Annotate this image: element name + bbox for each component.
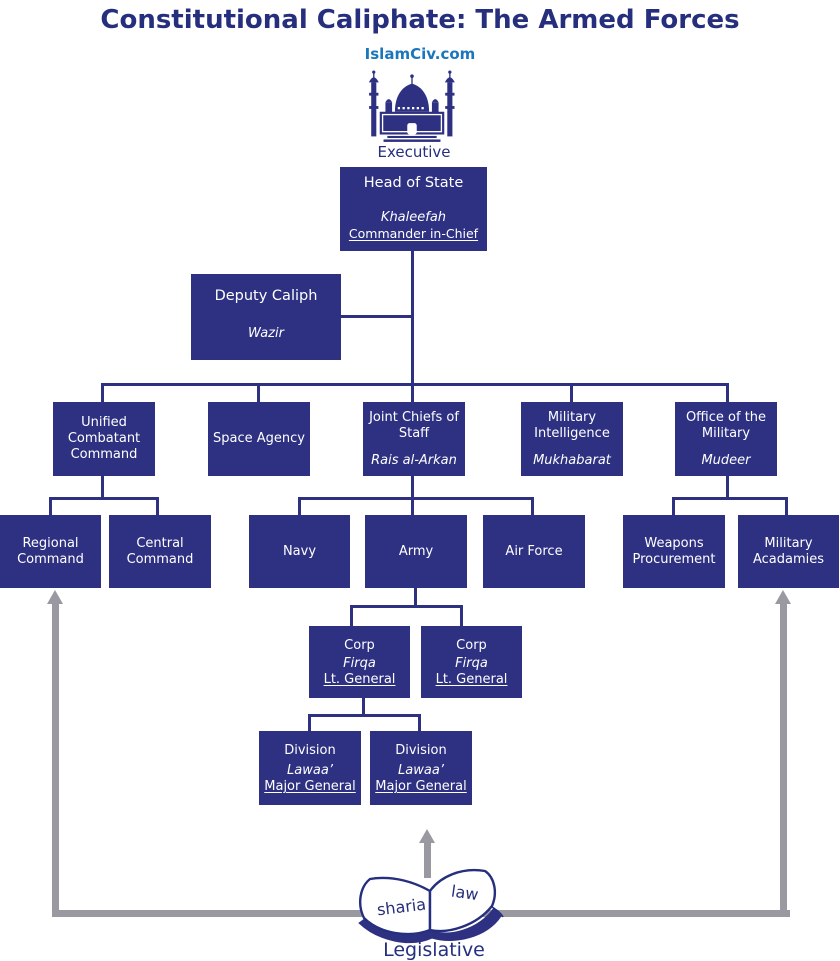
legislative-label: Legislative <box>383 939 485 961</box>
connector-joint-horizontal <box>298 497 534 500</box>
node-title: Military Intelligence <box>534 410 610 441</box>
executive-label: Executive <box>377 143 451 161</box>
node-title: Joint Chiefs of Staff <box>369 410 459 441</box>
node-title: Army <box>398 543 434 559</box>
node-unified-combatant-command: Unified Combatant Command <box>53 402 155 476</box>
connector-stub-corp-left <box>350 606 353 626</box>
node-native-name: Mukhabarat <box>533 453 611 469</box>
connector-stub-division-left <box>308 715 311 731</box>
node-office-of-the-military: Office of the Military Mudeer <box>675 402 777 476</box>
connector-stub-space <box>257 384 260 402</box>
node-native-name: Firqa <box>343 656 376 672</box>
connector-stub-academies <box>785 498 788 515</box>
node-deputy-caliph: Deputy Caliph Wazir <box>191 274 341 360</box>
connector-office-down <box>726 476 729 497</box>
node-native-name: Khaleefah <box>380 209 447 225</box>
node-corp-left: Corp Firqa Lt. General <box>309 626 410 698</box>
node-division-right: Division Lawaa’ Major General <box>370 731 472 805</box>
node-title: Navy <box>282 543 317 559</box>
connector-corp-down <box>362 698 365 714</box>
connector-army-down <box>414 588 417 605</box>
node-title: Division <box>284 743 336 758</box>
node-role: Lt. General <box>323 672 396 688</box>
connector-army-horizontal <box>350 605 463 608</box>
node-military-academies: Military Acadamies <box>738 515 839 588</box>
site-link[interactable]: IslamCiv.com <box>364 45 476 63</box>
connector-deputy <box>341 315 411 318</box>
node-role: Commander in-Chief <box>348 225 479 241</box>
connector-stub-navy <box>298 498 301 515</box>
book-right-page-label: law <box>450 882 480 905</box>
node-title: Head of State <box>363 175 464 191</box>
connector-stub-army <box>411 498 414 515</box>
book-icon: sharia law <box>358 868 504 944</box>
legislative-arrow-middle-shaft <box>424 843 431 878</box>
connector-joint-down <box>411 476 414 497</box>
connector-head-to-row1 <box>411 251 414 402</box>
node-title: Corp <box>456 638 487 653</box>
node-title: Military Acadamies <box>752 535 825 567</box>
legislative-arrow-middle-head <box>419 829 435 843</box>
page-title: Constitutional Caliphate: The Armed Forc… <box>100 5 740 35</box>
legislative-arrow-left-shaft <box>52 604 59 917</box>
node-joint-chiefs-of-staff: Joint Chiefs of Staff Rais al-Arkan <box>363 402 465 476</box>
connector-stub-unified <box>101 384 104 402</box>
connector-stub-corp-right <box>460 606 463 626</box>
connector-unified-down <box>101 476 104 497</box>
node-title: Division <box>395 743 447 758</box>
connector-stub-weapons <box>672 498 675 515</box>
connector-corp-horizontal <box>308 714 421 717</box>
node-native-name: Mudeer <box>701 453 751 469</box>
node-weapons-procurement: Weapons Procurement <box>623 515 725 588</box>
legislative-arrow-right-shaft <box>780 604 787 917</box>
node-title: Unified Combatant Command <box>67 415 141 462</box>
connector-stub-central <box>156 498 159 515</box>
node-space-agency: Space Agency <box>208 402 310 476</box>
node-title: Regional Command <box>17 535 84 567</box>
node-division-left: Division Lawaa’ Major General <box>259 731 361 805</box>
node-title: Weapons Procurement <box>632 535 716 567</box>
node-native-name: Lawaa’ <box>287 763 333 779</box>
node-title: Deputy Caliph <box>214 288 318 304</box>
connector-stub-division-right <box>418 715 421 731</box>
node-native-name: Firqa <box>455 656 488 672</box>
connector-row1-horizontal <box>101 383 729 386</box>
node-role: Major General <box>264 779 356 795</box>
node-title: Air Force <box>505 543 563 559</box>
node-military-intelligence: Military Intelligence Mukhabarat <box>521 402 623 476</box>
node-role: Major General <box>375 779 467 795</box>
node-navy: Navy <box>249 515 350 588</box>
connector-unified-horizontal <box>49 497 159 500</box>
node-native-name: Lawaa’ <box>398 763 444 779</box>
node-title: Space Agency <box>213 431 305 447</box>
connector-stub-regional <box>49 498 52 515</box>
node-role: Lt. General <box>435 672 508 688</box>
legislative-arrow-left-head <box>47 590 63 604</box>
connector-stub-airforce <box>531 498 534 515</box>
mosque-icon <box>368 70 455 142</box>
connector-stub-office <box>726 384 729 402</box>
node-title: Office of the Military <box>685 410 767 441</box>
node-central-command: Central Command <box>109 515 211 588</box>
node-air-force: Air Force <box>483 515 585 588</box>
connector-stub-milint <box>570 384 573 402</box>
connector-office-horizontal <box>672 497 788 500</box>
node-head-of-state: Head of State Khaleefah Commander in-Chi… <box>340 167 487 251</box>
node-title: Central Command <box>126 535 194 567</box>
node-army: Army <box>365 515 467 588</box>
node-corp-right: Corp Firqa Lt. General <box>421 626 522 698</box>
node-regional-command: Regional Command <box>0 515 101 588</box>
legislative-arrow-right-head <box>775 590 791 604</box>
node-title: Corp <box>344 638 375 653</box>
node-native-name: Wazir <box>248 326 284 342</box>
node-native-name: Rais al-Arkan <box>371 453 457 469</box>
